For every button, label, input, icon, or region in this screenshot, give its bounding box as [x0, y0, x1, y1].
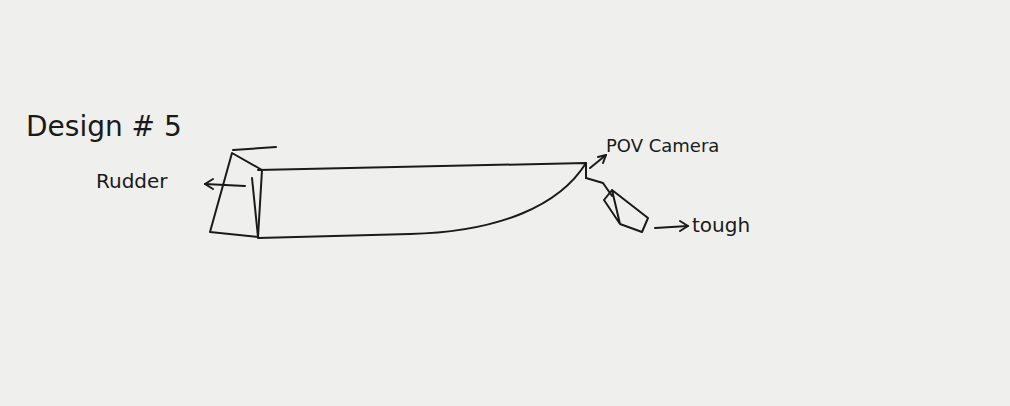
trough-shape: [604, 190, 648, 232]
rudder-leader: [205, 184, 245, 186]
rudder-arrowhead: [205, 179, 213, 189]
rudder-edge: [252, 178, 258, 237]
rudder-shape: [210, 153, 262, 237]
part-label: POV Camera: [606, 136, 719, 156]
part-label: tough: [692, 214, 750, 236]
trough-arrowhead: [680, 221, 688, 231]
camera-leader: [590, 155, 606, 168]
bow-tip: [585, 163, 587, 178]
camera-arrowhead: [598, 155, 606, 163]
hull-outline: [258, 163, 586, 238]
trough-leader: [655, 226, 688, 228]
part-label: Rudder: [96, 170, 168, 192]
sketch-title: Design # 5: [26, 112, 182, 143]
rudder-top: [233, 147, 276, 150]
